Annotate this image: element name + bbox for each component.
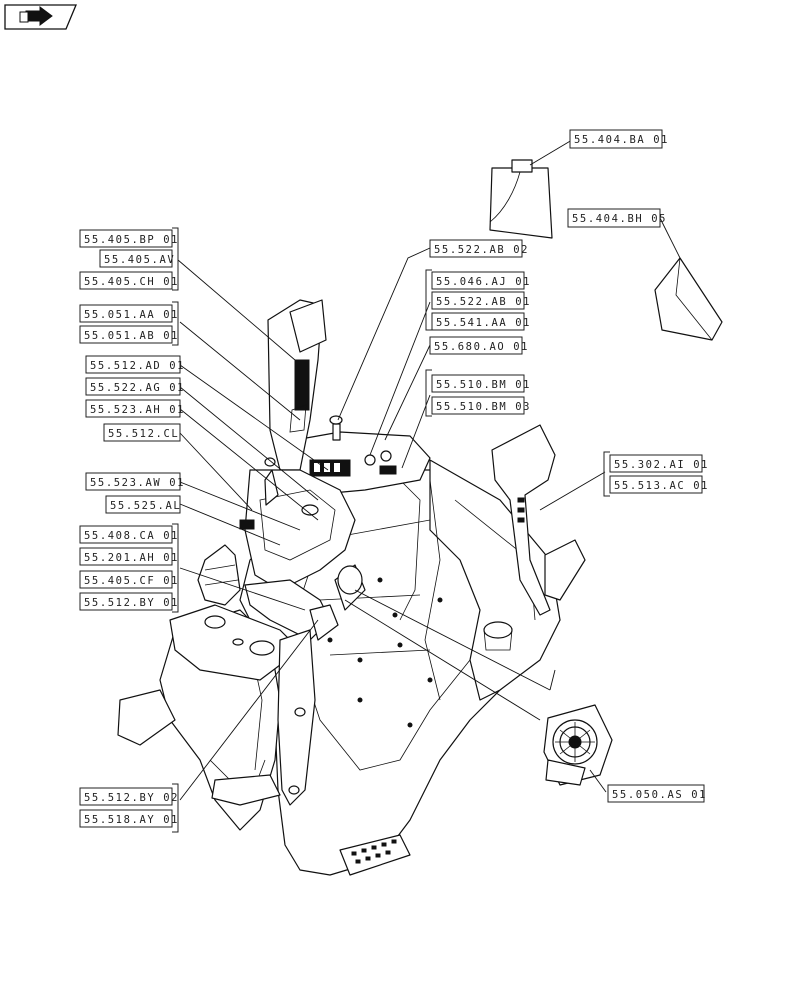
ref-55-510-bm-01[interactable]: 55.510.BM 01 [431, 374, 531, 393]
bracket-group-1 [172, 227, 179, 291]
svg-text:55.510.BM 01: 55.510.BM 01 [436, 379, 531, 391]
ref-55-405-bp-01[interactable]: 55.405.BP 01 [79, 229, 179, 248]
svg-text:55.518.AY 01: 55.518.AY 01 [84, 814, 179, 826]
blower-unit [543, 704, 613, 786]
svg-text:55.541.AA 01: 55.541.AA 01 [436, 317, 531, 329]
ref-55-541-aa-01[interactable]: 55.541.AA 01 [431, 312, 531, 331]
svg-text:55.405.CH 01: 55.405.CH 01 [84, 276, 179, 288]
ref-55-404-ba-01[interactable]: 55.404.BA 01 [569, 129, 669, 149]
ref-55-510-bm-03[interactable]: 55.510.BM 03 [431, 396, 531, 415]
svg-text:55.050.AS 01: 55.050.AS 01 [612, 789, 707, 801]
svg-text:55.525.AL: 55.525.AL [110, 500, 181, 512]
ref-55-512-ad-01[interactable]: 55.512.AD 01 [85, 355, 185, 374]
ref-55-201-ah-01[interactable]: 55.201.AH 01 [79, 547, 179, 566]
bracket-group-5 [425, 269, 432, 331]
bracket-group-6 [425, 369, 432, 417]
ref-55-050-as-01[interactable]: 55.050.AS 01 [607, 784, 707, 803]
ref-55-525-al[interactable]: 55.525.AL [105, 495, 181, 514]
ref-55-523-ah-01[interactable]: 55.523.AH 01 [85, 399, 185, 418]
svg-text:55.522.AB 01: 55.522.AB 01 [436, 296, 531, 308]
svg-text:55.512.BY 02: 55.512.BY 02 [84, 792, 179, 804]
svg-text:55.405.AV: 55.405.AV [104, 254, 175, 266]
svg-text:55.522.AG 01: 55.522.AG 01 [90, 382, 185, 394]
ref-55-522-ab-02[interactable]: 55.522.AB 02 [429, 239, 529, 258]
cup-holder [483, 621, 513, 639]
svg-text:55.513.AC 01: 55.513.AC 01 [614, 480, 709, 492]
svg-text:55.408.CA 01: 55.408.CA 01 [84, 530, 179, 542]
ref-55-405-av[interactable]: 55.405.AV [99, 249, 175, 268]
svg-text:55.201.AH 01: 55.201.AH 01 [84, 552, 179, 564]
ref-55-408-ca-01[interactable]: 55.408.CA 01 [79, 525, 179, 544]
svg-text:55.405.CF 01: 55.405.CF 01 [84, 575, 179, 587]
ref-55-512-by-01[interactable]: 55.512.BY 01 [79, 592, 179, 611]
front-pillar [277, 629, 316, 806]
panel-switches [309, 450, 397, 477]
ref-55-405-ch-01[interactable]: 55.405.CH 01 [79, 271, 179, 290]
svg-text:55.510.BM 03: 55.510.BM 03 [436, 401, 531, 413]
ref-55-522-ag-01[interactable]: 55.522.AG 01 [85, 377, 185, 396]
mounting-plate [489, 167, 553, 239]
column-display [289, 299, 327, 353]
right-fender [429, 459, 561, 701]
ref-55-512-by-02[interactable]: 55.512.BY 02 [79, 787, 179, 806]
side-cover [654, 257, 723, 341]
svg-text:55.512.AD 01: 55.512.AD 01 [90, 360, 185, 372]
svg-text:55.405.BP 01: 55.405.BP 01 [84, 234, 179, 246]
ref-55-302-ai-01[interactable]: 55.302.AI 01 [609, 454, 709, 473]
svg-text:55.046.AJ 01: 55.046.AJ 01 [436, 276, 531, 288]
svg-text:55.051.AB 01: 55.051.AB 01 [84, 330, 179, 342]
ref-55-522-ab-01[interactable]: 55.522.AB 01 [431, 291, 531, 310]
ref-55-404-bh-05[interactable]: 55.404.BH 05 [567, 208, 667, 228]
svg-text:55.680.AO 01: 55.680.AO 01 [434, 341, 529, 353]
svg-text:55.522.AB 02: 55.522.AB 02 [434, 244, 529, 256]
book-arrow-icon[interactable] [4, 4, 77, 30]
ref-55-680-ao-01[interactable]: 55.680.AO 01 [429, 336, 529, 355]
panel-antenna [332, 423, 341, 441]
ref-55-523-aw-01[interactable]: 55.523.AW 01 [85, 472, 185, 491]
ref-55-051-ab-01[interactable]: 55.051.AB 01 [79, 325, 179, 344]
svg-text:55.404.BH 05: 55.404.BH 05 [572, 213, 667, 225]
left-step [117, 689, 176, 746]
svg-text:55.523.AW 01: 55.523.AW 01 [90, 477, 185, 489]
svg-text:55.512.BY 01: 55.512.BY 01 [84, 597, 179, 609]
cab-floor-drawing [117, 139, 723, 876]
left-floor-lip [211, 774, 281, 806]
bracket-group-4 [172, 783, 179, 833]
bracket-group-7 [603, 451, 610, 497]
ref-55-405-cf-01[interactable]: 55.405.CF 01 [79, 570, 179, 589]
svg-text:55.512.CL: 55.512.CL [108, 428, 179, 440]
bracket-group-2 [172, 301, 179, 346]
bracket-group-3 [172, 523, 179, 613]
ref-55-513-ac-01[interactable]: 55.513.AC 01 [609, 475, 709, 494]
svg-text:55.404.BA 01: 55.404.BA 01 [574, 134, 669, 146]
svg-text:55.302.AI 01: 55.302.AI 01 [614, 459, 709, 471]
svg-text:55.051.AA 01: 55.051.AA 01 [84, 309, 179, 321]
ref-55-512-cl[interactable]: 55.512.CL [103, 423, 181, 442]
ref-55-518-ay-01[interactable]: 55.518.AY 01 [79, 809, 179, 828]
ref-55-051-aa-01[interactable]: 55.051.AA 01 [79, 304, 179, 323]
right-bracket [544, 539, 586, 601]
svg-text:55.523.AH 01: 55.523.AH 01 [90, 404, 185, 416]
callout-labels: 55.404.BA 01 55.404.BH 05 55.405.BP 01 5… [79, 129, 709, 833]
control-lever-boot [197, 544, 241, 606]
ref-55-046-aj-01[interactable]: 55.046.AJ 01 [431, 271, 531, 290]
front-step [339, 834, 411, 876]
